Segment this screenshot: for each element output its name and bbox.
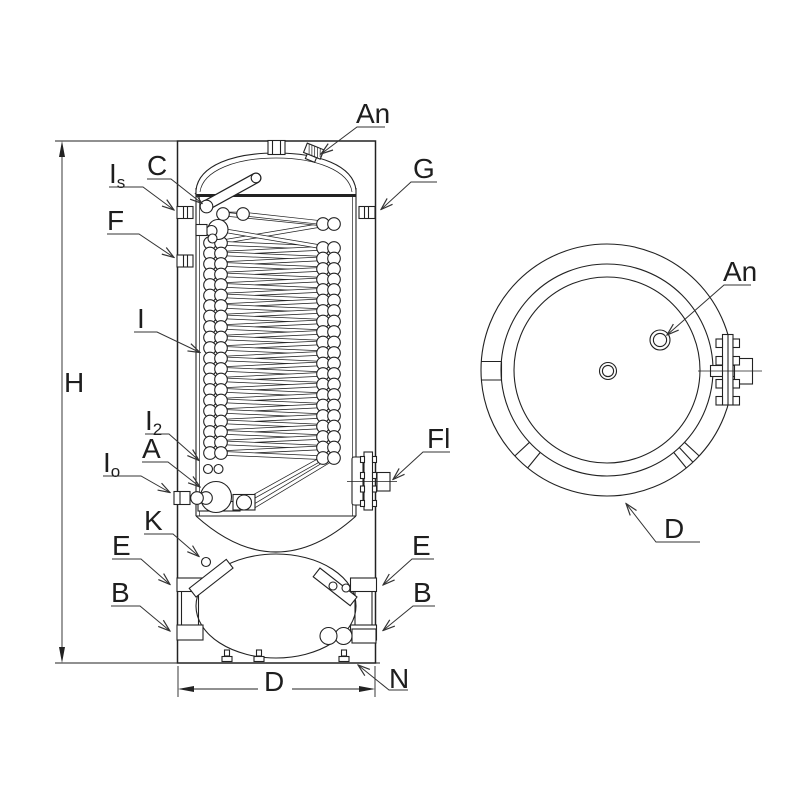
leader-g — [381, 181, 437, 210]
leader-d-top — [626, 504, 700, 543]
label-c: C — [147, 150, 167, 181]
flange-top — [698, 333, 762, 406]
leader-c — [147, 178, 202, 204]
dished-bottom-head — [195, 515, 357, 553]
label-k: K — [144, 505, 163, 536]
label-e-left: E — [112, 530, 131, 561]
leader-k — [144, 533, 199, 557]
sensor-pocket-k — [200, 556, 212, 568]
leader-b-right — [383, 605, 435, 631]
port-f — [176, 254, 194, 268]
leader-i — [134, 331, 200, 353]
adjustable-feet — [221, 649, 350, 663]
port-io — [173, 490, 191, 506]
top-view-section: An D — [480, 243, 762, 544]
leader-is — [109, 186, 174, 210]
label-f: F — [107, 205, 124, 236]
flange-fl — [347, 451, 397, 511]
label-i: I — [137, 303, 145, 334]
leader-an-top — [667, 284, 751, 335]
label-anode-front: An — [356, 98, 390, 129]
tank-outline-top — [480, 243, 734, 497]
label-a: A — [142, 433, 161, 464]
leader-e-right — [383, 558, 434, 585]
leader-io — [103, 475, 170, 493]
heating-coil — [203, 207, 341, 510]
coil-inlet-port — [195, 218, 229, 244]
leader-f — [107, 233, 174, 258]
label-e-right: E — [412, 530, 431, 561]
label-height-H: H — [64, 367, 84, 398]
dimension-H: H — [55, 140, 380, 664]
label-n: N — [389, 663, 409, 694]
leader-n — [358, 665, 408, 691]
coil-outlet-assembly — [173, 480, 256, 514]
front-view-section: H — [55, 98, 450, 697]
label-is: Is — [109, 158, 125, 192]
vessel-dome — [195, 152, 357, 191]
label-g: G — [413, 153, 435, 184]
port-i2 — [202, 463, 224, 475]
vent-port-top — [267, 139, 286, 156]
label-diameter-D-front: D — [264, 666, 284, 697]
label-io: Io — [103, 447, 120, 481]
leader-a — [142, 461, 200, 487]
label-fl: Fl — [427, 423, 450, 454]
label-diameter-D-top: D — [664, 513, 684, 544]
label-b-right: B — [413, 577, 432, 608]
bottom-skirt — [195, 553, 357, 659]
anode-opening-top — [649, 329, 671, 351]
anode-fitting — [302, 142, 325, 164]
label-i2: I2 — [145, 405, 162, 439]
center-opening-top — [598, 361, 618, 381]
leader-i2 — [145, 433, 199, 461]
leader-e-left — [112, 558, 170, 585]
leader-lines — [103, 126, 450, 691]
lifting-tabs-top — [481, 360, 700, 469]
leader-fl — [393, 451, 450, 480]
drain-pipe-b — [319, 626, 377, 646]
port-is — [176, 205, 194, 220]
label-anode-top: An — [723, 256, 757, 287]
label-b-left: B — [111, 577, 130, 608]
dimension-D-front: D — [177, 666, 376, 697]
sensor-well-c — [199, 172, 262, 214]
leader-b-left — [111, 605, 170, 631]
port-g — [358, 205, 376, 220]
leader-an-front — [321, 126, 385, 154]
left-leg-brace — [188, 558, 234, 598]
